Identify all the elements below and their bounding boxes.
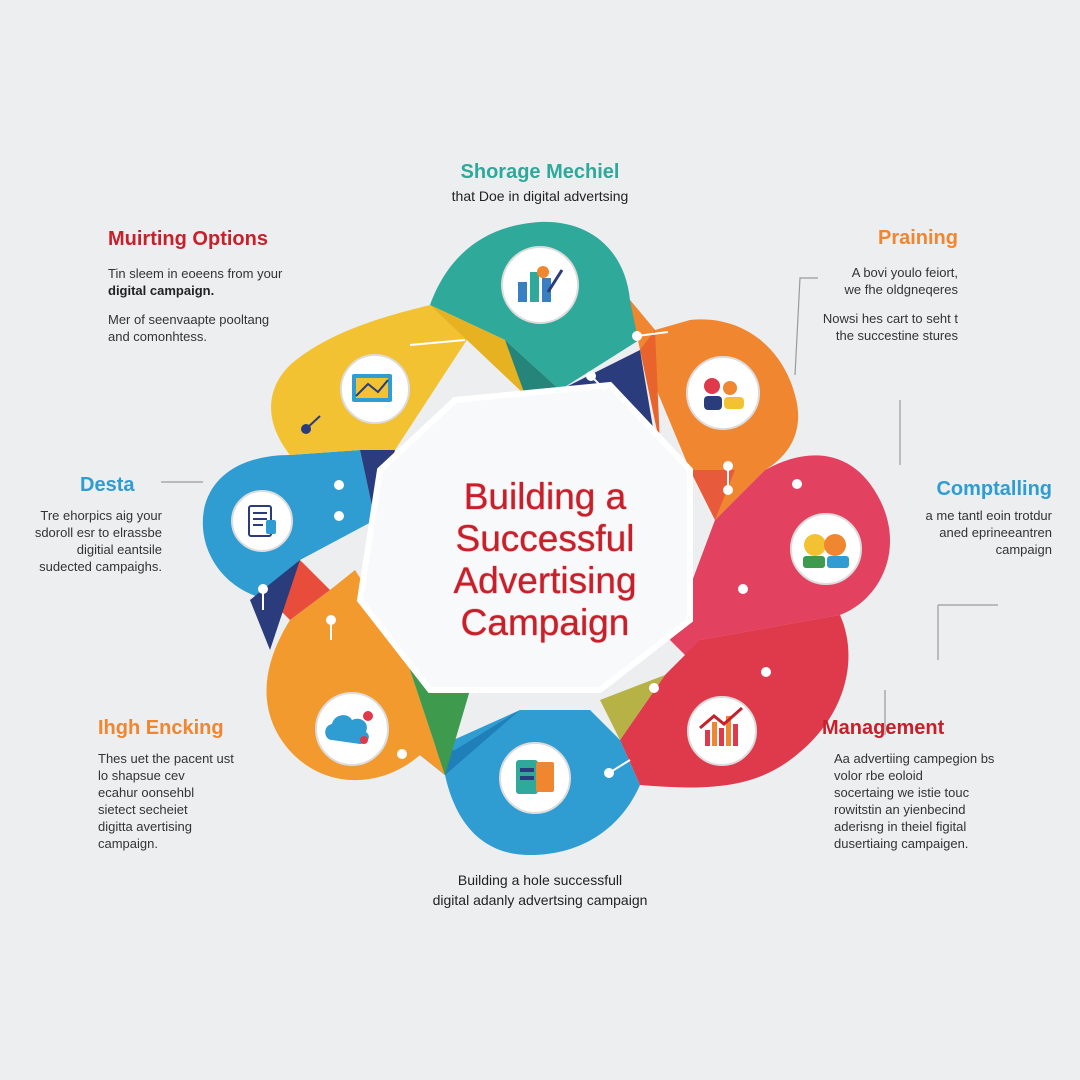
center-title-line: Successful <box>455 518 635 559</box>
right-line: a me tantl eoin trotdur <box>925 508 1052 523</box>
top-left-line: Mer of seenvaapte pooltang <box>108 312 270 327</box>
bottom-left-line: Thes uet the pacent ust <box>98 751 234 766</box>
left-line: Tre ehorpics aig your <box>40 508 162 523</box>
icon-circle-top-left <box>340 354 410 424</box>
top-right-line: A bovi youlo feiort, <box>851 265 958 280</box>
bottom-left-line: sietect secheiet <box>98 802 188 817</box>
bottom-left-line: digitta avertising <box>98 819 192 834</box>
bottom-left-line: ecahur oonsehbl <box>98 785 195 800</box>
annotation-lines <box>161 277 998 735</box>
icon-circle-bottom-left <box>315 692 389 766</box>
pin-stem <box>305 415 321 430</box>
bottom-left-line: campaign. <box>98 836 158 851</box>
left-line: sdoroll esr to elrassbe <box>34 525 162 540</box>
top-right-line: the succestine stures <box>835 328 958 343</box>
bottom-left-block: Ihgh Encking Thes uet the pacent ust lo … <box>98 716 298 852</box>
left-line: digitial eantsile <box>76 542 162 557</box>
left-heading: Desta <box>80 474 135 496</box>
bottom-right-line: Aa advertiing campegion bs <box>834 751 995 766</box>
connector-dots <box>258 331 802 778</box>
top-right-block: Praining A bovi youlo feiort, we fhe old… <box>760 226 958 344</box>
top-right-line: we fhe oldgneqeres <box>844 282 958 297</box>
left-line: sudected campaighs. <box>39 559 162 574</box>
top-left-line: Tin sleem in eoeens from your <box>108 266 283 281</box>
center-title: Building a Successful Advertising Campai… <box>400 476 690 644</box>
right-heading: Comptalling <box>936 478 1052 500</box>
right-block: Comptalling a me tantl eoin trotdur aned… <box>880 477 1052 558</box>
top-right-heading: Praining <box>877 227 958 249</box>
top-left-line: and comonhtess. <box>108 329 208 344</box>
bottom-right-line: rowitstin an yienbecind <box>834 802 966 817</box>
bottom-line: Building a hole successfull <box>457 872 623 888</box>
icon-circle-bottom <box>499 742 571 814</box>
bottom-block: Building a hole successfull digital adan… <box>360 870 720 910</box>
center-title-line: Advertising <box>453 560 637 601</box>
center-title-line: Campaign <box>460 602 630 643</box>
bottom-left-line: lo shapsue cev <box>98 768 185 783</box>
top-left-line: digital campaign. <box>108 283 215 298</box>
bottom-right-heading: Management <box>822 717 945 739</box>
top-left-block: Muirting Options Tin sleem in eoeens fro… <box>108 227 368 345</box>
bottom-right-line: volor rbe eoloid <box>834 768 923 783</box>
icon-circle-top <box>501 246 579 324</box>
left-block: Desta Tre ehorpics aig your sdoroll esr … <box>10 473 162 575</box>
top-left-heading: Muirting Options <box>108 228 268 250</box>
spacer <box>108 299 368 311</box>
right-line: aned eprineeantren <box>939 525 1052 540</box>
bottom-right-block: Management Aa advertiing campegion bs vo… <box>822 716 1022 852</box>
top-subtext: that Doe in digital advertsing <box>451 188 629 204</box>
bottom-left-heading: Ihgh Encking <box>98 717 224 739</box>
icon-circle-left <box>231 490 293 552</box>
bottom-right-line: dusertiaing campaigen. <box>834 836 969 851</box>
top-right-line: Nowsi hes cart to seht t <box>822 311 958 326</box>
top-heading: Shorage Mechiel <box>460 161 620 183</box>
icon-circle-right <box>790 513 862 585</box>
top-block: Shorage Mechiel that Doe in digital adve… <box>380 160 700 205</box>
bottom-line: digital adanly advertsing campaign <box>432 892 648 908</box>
bottom-right-line: socertaing we istie touc <box>834 785 970 800</box>
center-hexagon <box>356 381 693 693</box>
bottom-right-line: aderisng in theiel figital <box>834 819 967 834</box>
icon-circle-bottom-right <box>687 696 757 766</box>
spacer <box>760 298 958 310</box>
center-title-line: Building a <box>463 476 627 517</box>
icon-circle-top-right <box>686 356 760 430</box>
right-line: campaign <box>995 542 1052 557</box>
